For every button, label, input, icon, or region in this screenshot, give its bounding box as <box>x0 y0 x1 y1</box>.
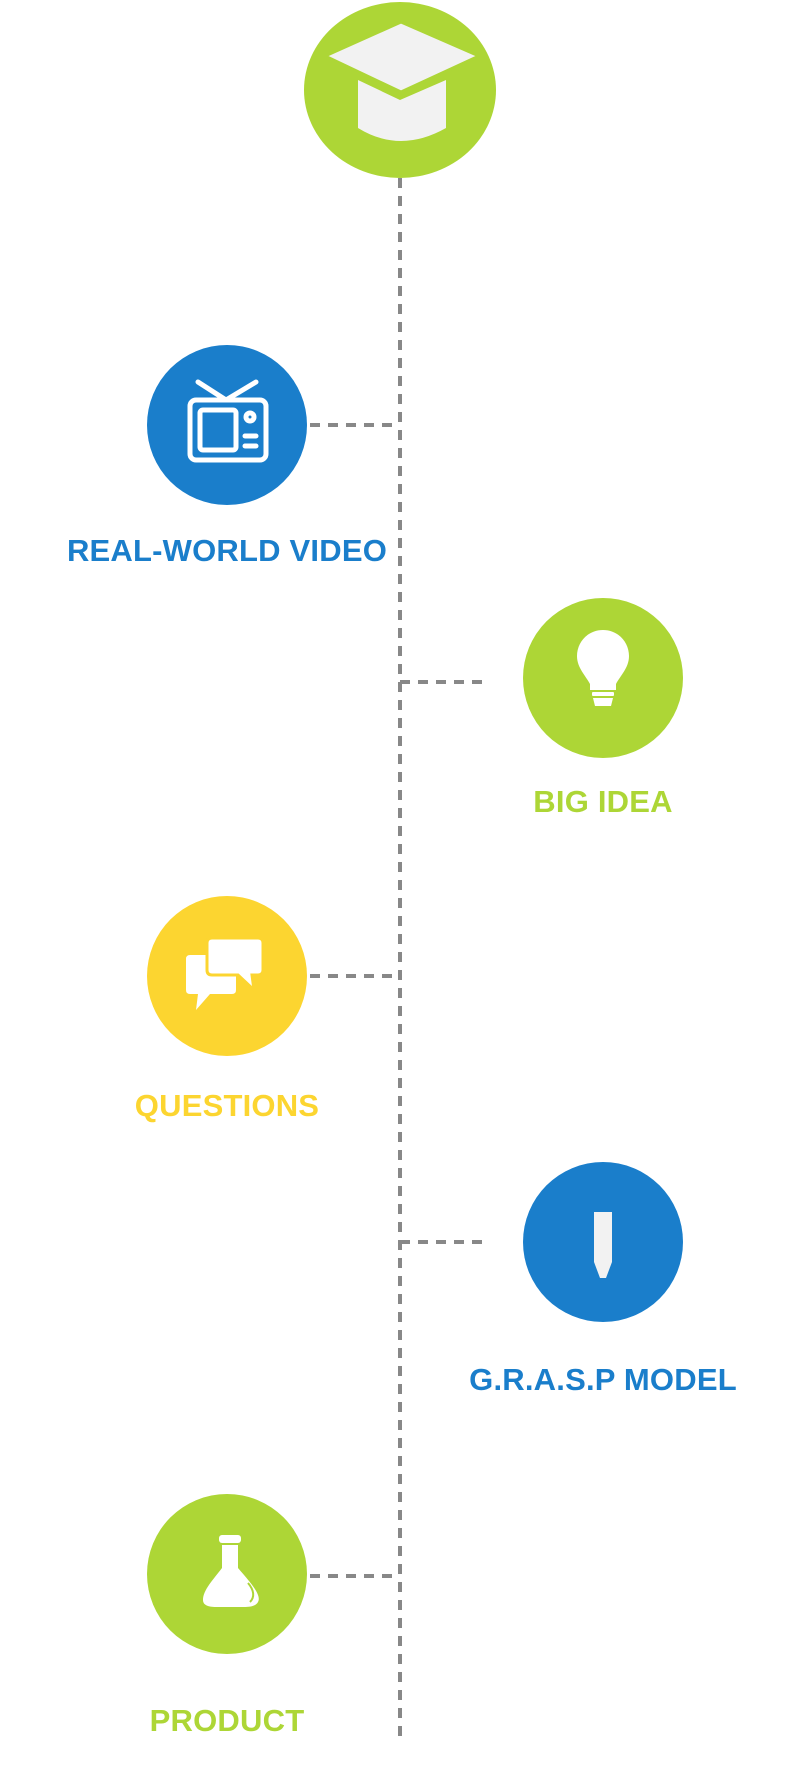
graduation-cap-icon <box>321 20 483 141</box>
step-questions <box>147 896 307 1056</box>
step-circle-real-world-video <box>147 345 307 505</box>
step-big-idea <box>523 598 683 758</box>
step-real-world-video <box>147 345 307 505</box>
step-label-questions: QUESTIONS <box>134 1088 320 1123</box>
pencil-icon <box>594 1208 612 1278</box>
step-label-product: PRODUCT <box>149 1703 305 1738</box>
step-grasp-model <box>523 1162 683 1322</box>
step-label-real-world-video: REAL-WORLD VIDEO <box>66 533 388 568</box>
top-node <box>304 2 496 178</box>
step-label-big-idea: BIG IDEA <box>533 784 673 819</box>
speech-bubbles-icon <box>186 936 265 1010</box>
step-product <box>147 1494 307 1654</box>
tv-icon <box>187 379 269 463</box>
lightbulb-icon <box>577 630 629 706</box>
flask-icon <box>203 1535 259 1607</box>
step-label-grasp-model: G.R.A.S.P MODEL <box>469 1362 737 1397</box>
